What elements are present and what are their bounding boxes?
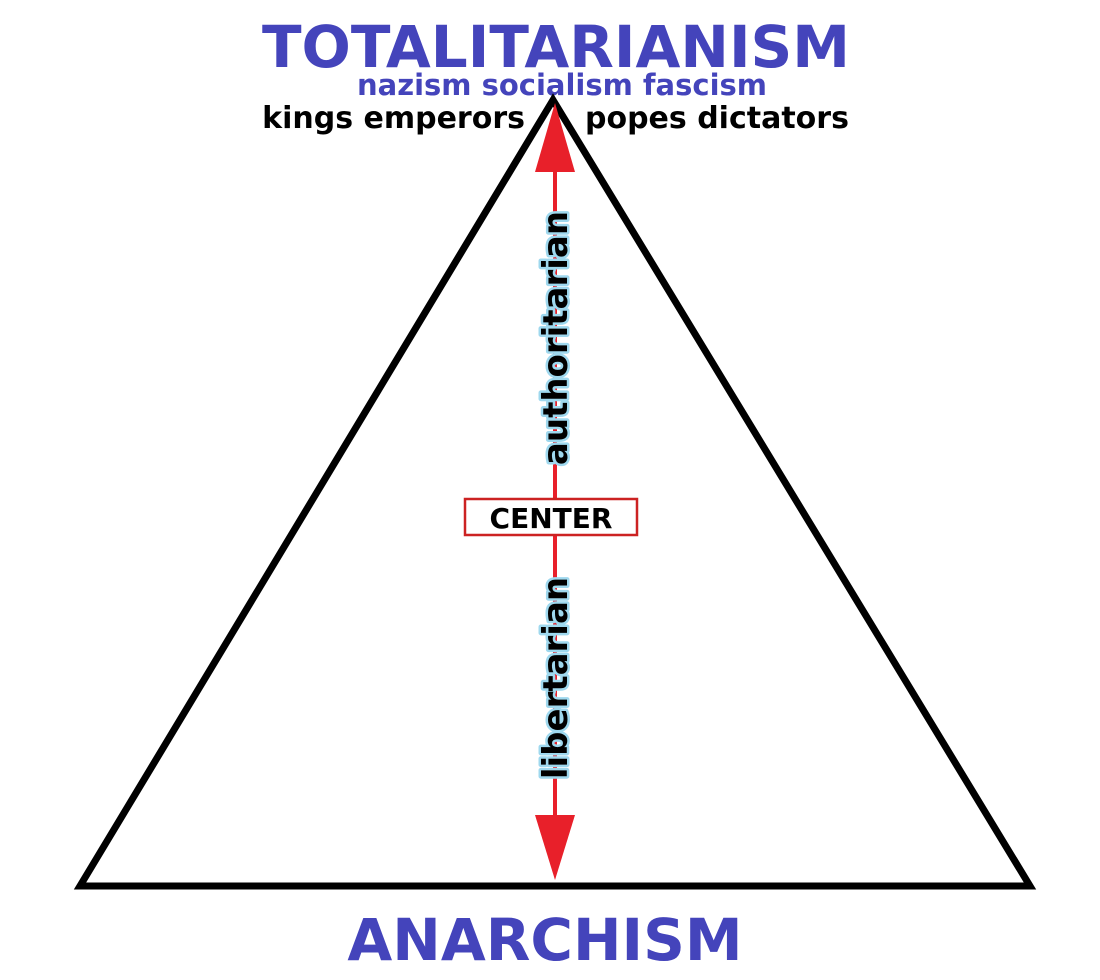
- down-arrowhead: [535, 815, 575, 880]
- center-box: [463, 497, 639, 537]
- totalitarianism-title: TOTALITARIANISM: [262, 13, 850, 81]
- anarchism-title: ANARCHISM: [347, 906, 742, 974]
- libertarian-label: libertarian: [536, 577, 576, 779]
- rulers-left-label: kings emperors: [262, 101, 525, 136]
- authoritarian-label-glow: authoritarian: [536, 211, 576, 465]
- rulers-right-label: popes dictators: [585, 101, 849, 136]
- center-label: CENTER: [490, 502, 613, 535]
- totalitarianism-examples: nazism socialism fascism: [357, 68, 767, 102]
- libertarian-label-glow: libertarian: [536, 577, 576, 779]
- authoritarian-label: authoritarian: [536, 211, 576, 465]
- pyramid-triangle: [73, 93, 1037, 890]
- up-arrowhead: [535, 103, 575, 172]
